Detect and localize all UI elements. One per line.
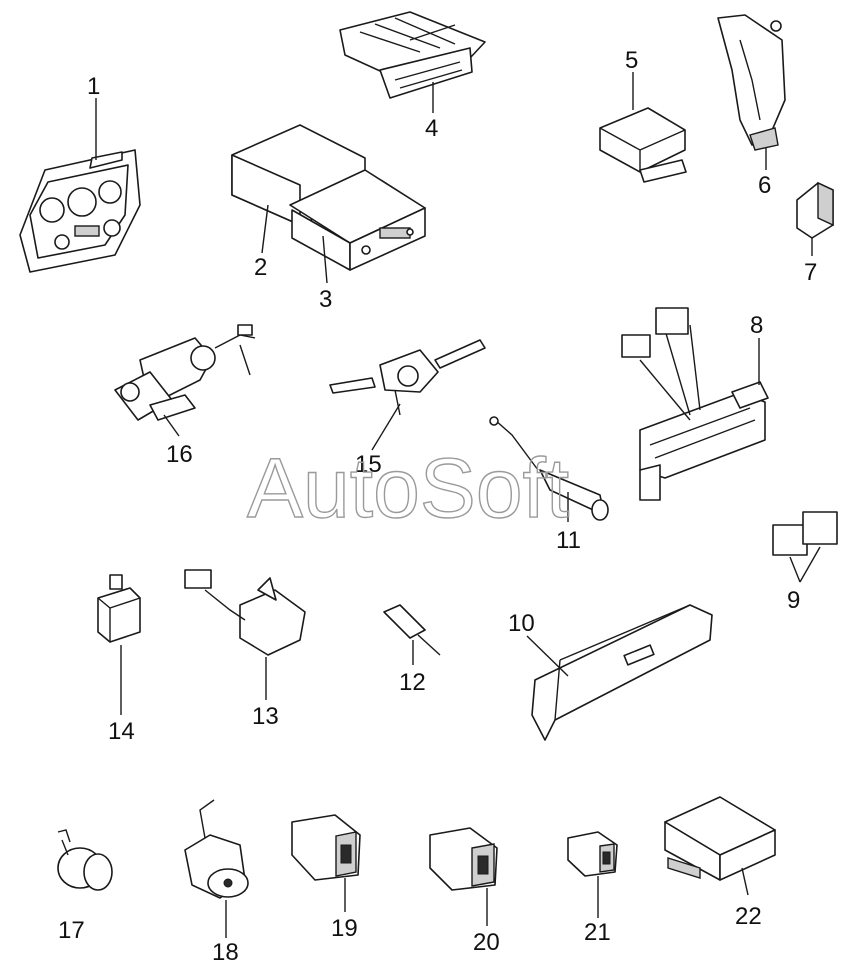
callout-2: 2: [254, 254, 267, 281]
callout-16: 16: [166, 441, 193, 468]
callout-15: 15: [355, 451, 382, 478]
part-buzzer: [57, 829, 113, 891]
part-rocker-switch-19: [291, 814, 361, 881]
callout-18: 18: [212, 939, 239, 966]
part-rocker-switch-20: [429, 827, 498, 891]
leader-15: [371, 403, 401, 451]
part-control-unit: [599, 107, 687, 183]
part-ignition-lock: [114, 324, 256, 421]
part-fuse-box: [621, 307, 769, 501]
part-glove-box: [531, 604, 713, 741]
callout-6: 6: [758, 172, 771, 199]
leader-10: [526, 635, 569, 677]
part-column-cover: [717, 14, 786, 151]
leader-22: [741, 867, 749, 896]
part-electronic-module: [664, 796, 776, 881]
callout-8: 8: [750, 312, 763, 339]
part-instrument-cluster: [19, 149, 141, 273]
part-radio-housing: [231, 124, 426, 244]
leader-2: [261, 204, 269, 254]
part-cigarette-lighter: [489, 416, 609, 521]
callout-11: 11: [556, 527, 581, 554]
part-sensor: [383, 604, 441, 656]
callout-9: 9: [787, 587, 800, 614]
part-radio: [291, 207, 426, 271]
part-horn: [184, 799, 249, 899]
callout-10: 10: [508, 610, 535, 637]
watermark-text: AutoSoft: [247, 441, 569, 535]
callout-4: 4: [425, 115, 438, 142]
part-heater-control: [339, 11, 486, 99]
callout-12: 12: [399, 669, 426, 696]
part-rotary-switch: [184, 569, 306, 656]
callout-14: 14: [108, 718, 135, 745]
part-combination-switch: [329, 339, 486, 416]
callout-20: 20: [473, 929, 500, 956]
callout-3: 3: [319, 286, 332, 313]
callout-5: 5: [625, 47, 638, 74]
callout-17: 17: [58, 917, 85, 944]
part-rocker-switch-21: [567, 831, 618, 877]
part-small-switch: [796, 181, 834, 239]
leader-3: [322, 235, 328, 284]
callout-21: 21: [584, 919, 611, 946]
leader-16: [163, 414, 180, 437]
part-flasher-relay: [97, 574, 141, 643]
part-relays: [772, 511, 838, 556]
callout-7: 7: [804, 259, 817, 286]
callout-1: 1: [87, 73, 100, 100]
callout-19: 19: [331, 915, 358, 942]
callout-22: 22: [735, 903, 762, 930]
leader-9: [789, 546, 821, 583]
callout-13: 13: [252, 703, 279, 730]
